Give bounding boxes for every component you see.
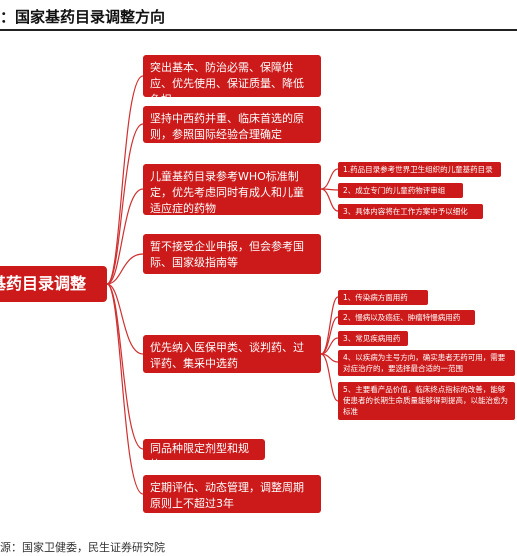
source-footer: 源：国家卫健委，民生证券研究院 <box>0 541 165 554</box>
connector-branch-3-leaf-1 <box>320 168 339 190</box>
priority-leaf-2: 2、慢病以及癌症、肿瘤特慢病用药 <box>338 310 475 325</box>
connector-root-branch-6 <box>106 283 144 450</box>
branch-node-1: 突出基本、防治必需、保障供应、优先使用、保证质量、降低负担 <box>143 55 321 106</box>
connector-branch-5-leaf-2 <box>320 316 339 355</box>
root-label: 基药目录调整 <box>0 274 87 293</box>
branch-node-3: 儿童基药目录参考WHO标准制定，优先考虑同时有成人和儿童适应症的药物 <box>143 164 321 215</box>
connector-root-branch-4 <box>106 253 144 285</box>
connector-branch-3-leaf-3 <box>320 188 339 212</box>
branch-node-4: 暂不接受企业申报，但会参考国际、国家级指南等 <box>143 234 321 274</box>
branch-node-2: 坚持中西药并重、临床首选的原则，参照国际经验合理确定 <box>143 106 321 143</box>
branch-node-6: 同品种限定剂型和规格 <box>143 439 265 471</box>
title-rule <box>0 29 517 31</box>
priority-leaf-4: 4、以疾病为主号方向，确实患者无药可用，需要对症治疗的，要选择最合适的一范围 <box>338 350 515 376</box>
figure-title: ：国家基药目录调整方向 <box>0 8 166 26</box>
connector-root-branch-3 <box>106 188 144 285</box>
connector-branch-5-leaf-5 <box>320 353 339 402</box>
child-leaf-1: 1.药品目录参考世界卫生组织的儿童基药目录 <box>338 162 501 177</box>
connector-root-branch-1 <box>106 75 144 285</box>
connector-branch-5-leaf-3 <box>320 337 339 355</box>
priority-leaf-3: 3、常见疾病用药 <box>338 331 408 346</box>
priority-leaf-1: 1、传染病方面用药 <box>338 290 428 305</box>
connector-root-branch-2 <box>106 123 144 285</box>
connector-root-branch-5 <box>106 283 144 355</box>
branch-node-5: 优先纳入医保甲类、谈判药、过评药、集采中选药 <box>143 335 321 373</box>
priority-leaf-5: 5、主要看产品价值，临床终点指标的改善，能够使患者的长期生命质量能够得到提高，以… <box>338 382 515 420</box>
child-leaf-3: 3、具体内容将在工作方案中予以细化 <box>338 204 483 219</box>
branch-node-7: 定期评估、动态管理，调整周期原则上不超过3年 <box>143 475 321 513</box>
connector-root-branch-7 <box>106 283 144 495</box>
root-node: 基药目录调整 <box>0 266 107 302</box>
child-leaf-2: 2、成立专门的儿童药物评审组 <box>338 183 463 198</box>
